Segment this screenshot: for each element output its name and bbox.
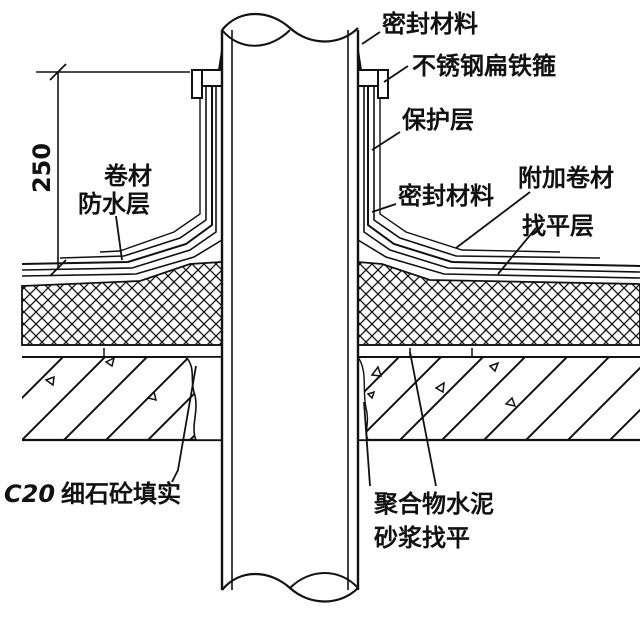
dimension-value: 250 — [28, 143, 56, 193]
membrane-layers-left — [21, 70, 223, 277]
label-additional-membrane: 附加卷材 — [518, 164, 614, 192]
label-protective-layer: 保护层 — [401, 106, 474, 134]
label-polymer-line2: 砂浆找平 — [374, 524, 470, 552]
label-sealant-top: 密封材料 — [382, 10, 478, 38]
label-sealant-bottom: 密封材料 — [398, 182, 494, 210]
label-c20-prefix: C20 — [4, 480, 55, 508]
label-leveling-layer: 找平层 — [522, 212, 594, 240]
leader-lines — [115, 31, 537, 487]
c20-infill-left — [184, 356, 223, 441]
insulation-layer — [21, 261, 640, 346]
label-polymer-line1: 聚合物水泥 — [373, 490, 494, 518]
pipe — [220, 12, 360, 603]
label-membrane-line1: 卷材 — [104, 162, 152, 190]
membrane-layers-right — [357, 70, 640, 279]
label-membrane-line2: 防水层 — [78, 190, 150, 218]
labels: 密封材料 不锈钢扁铁箍 保护层 卷材 防水层 附加卷材 密封材料 找平层 C20… — [4, 10, 614, 552]
label-steel-hoop: 不锈钢扁铁箍 — [412, 52, 556, 80]
dimension-250: 250 — [28, 63, 190, 277]
label-c20-rest: 细石砼填实 — [61, 480, 181, 508]
structural-slab — [22, 356, 640, 442]
